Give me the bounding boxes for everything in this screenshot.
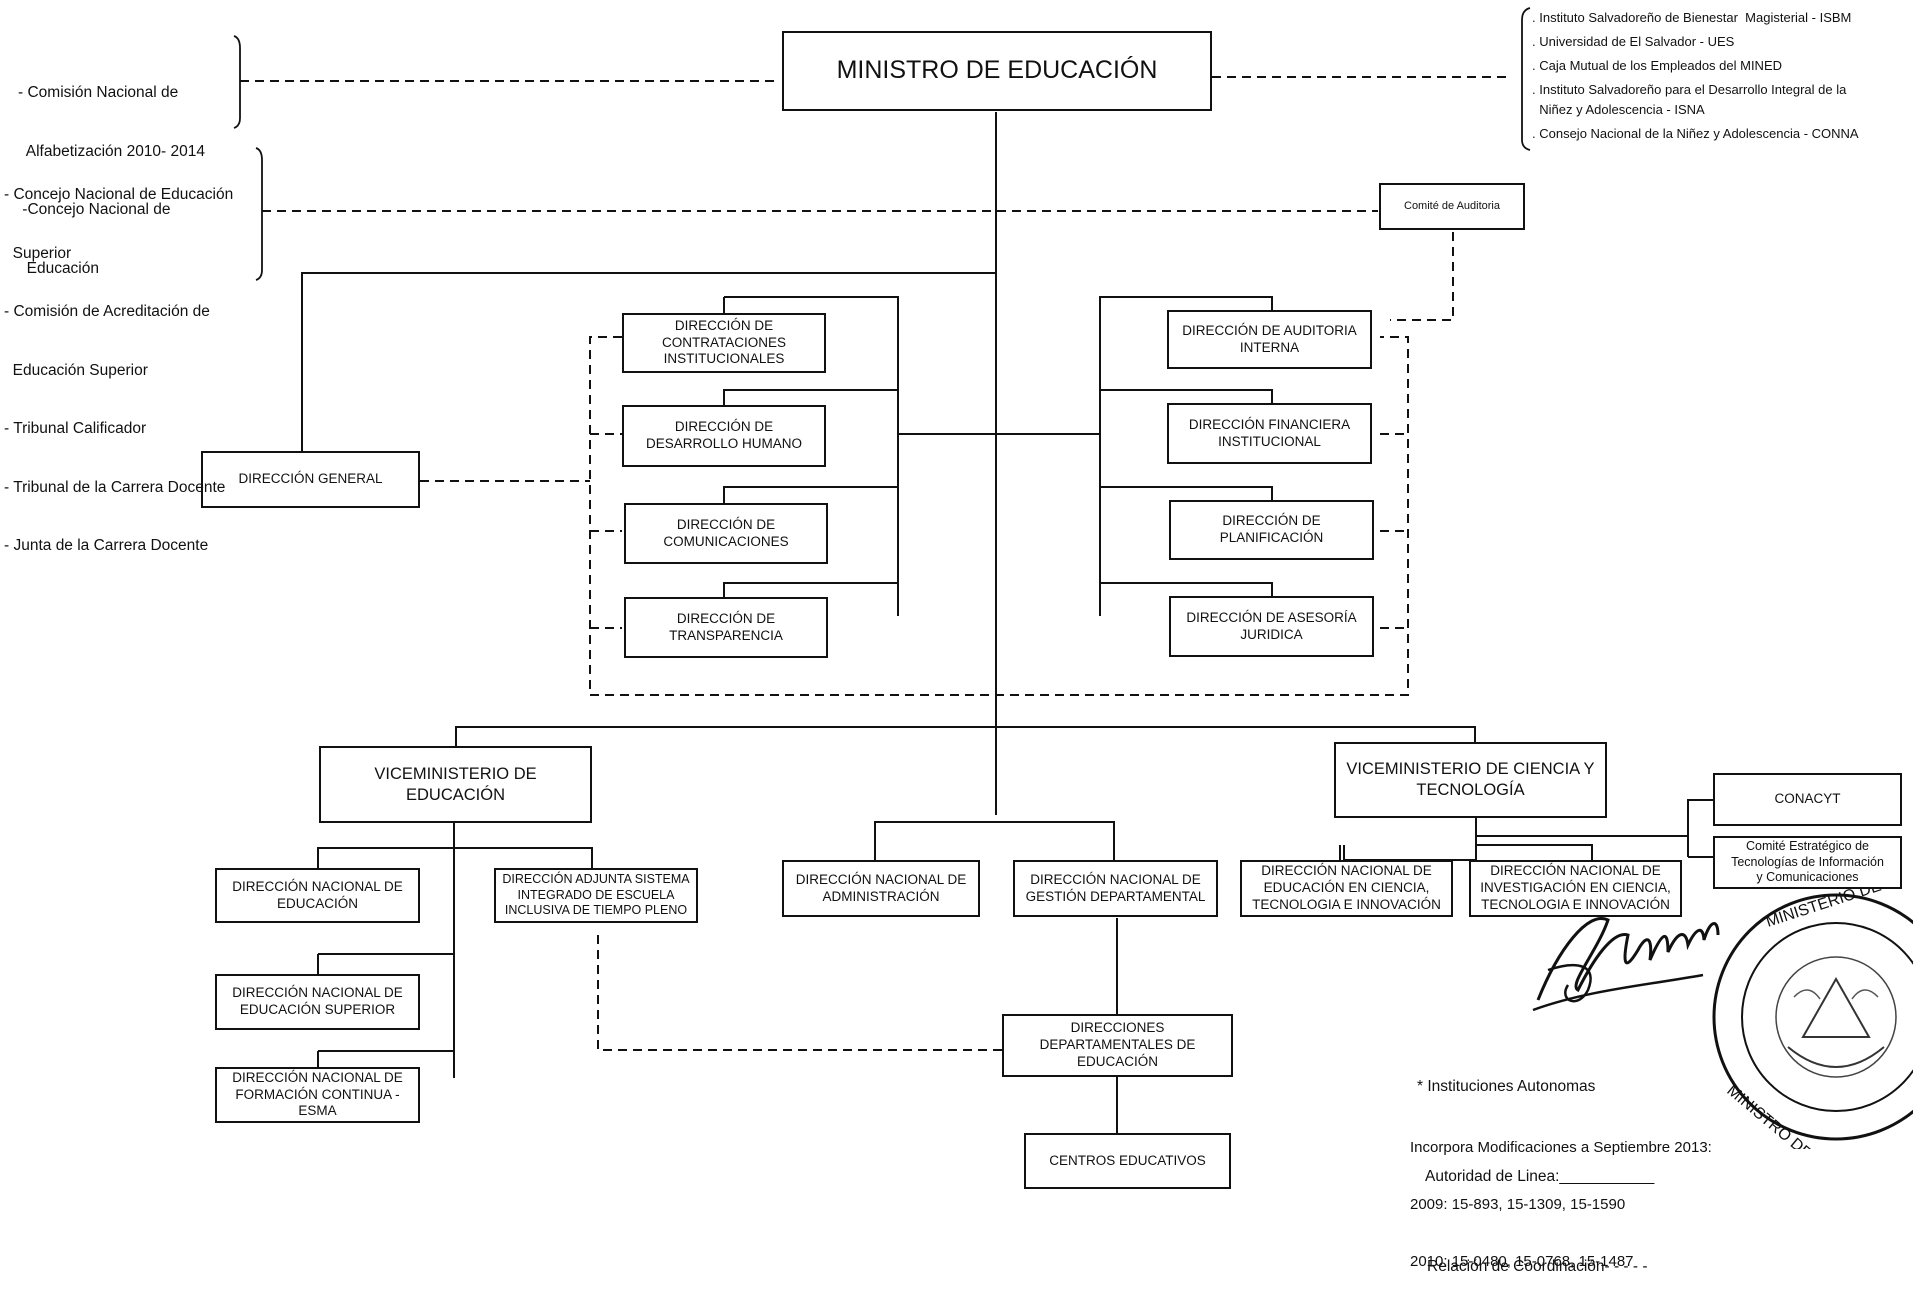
note-line: Educación bbox=[18, 259, 99, 277]
box-financiera: DIRECCIÓN FINANCIERA INSTITUCIONAL bbox=[1167, 403, 1372, 464]
box-vice-ciencia: VICEMINISTERIO DE CIENCIA Y TECNOLOGÍA bbox=[1334, 742, 1607, 818]
modifications-note: Incorpora Modificaciones a Septiembre 20… bbox=[1410, 1100, 1712, 1290]
box-comite-estrategico: Comité Estratégico de Tecnologías de Inf… bbox=[1713, 836, 1902, 889]
box-comite-auditoria: Comité de Auditoria bbox=[1379, 183, 1525, 230]
box-ministro: MINISTRO DE EDUCACIÓN bbox=[782, 31, 1212, 111]
box-direccion-general: DIRECCIÓN GENERAL bbox=[201, 451, 420, 508]
mod-line: 2009: 15-893, 15-1309, 15-1590 bbox=[1410, 1196, 1626, 1213]
line-direccion-general bbox=[301, 272, 996, 451]
line-vice-ed-children bbox=[317, 823, 593, 1078]
dash-comite bbox=[1390, 232, 1454, 321]
box-dn-gestion: DIRECCIÓN NACIONAL DE GESTIÓN DEPARTAMEN… bbox=[1013, 860, 1218, 917]
box-vice-educacion: VICEMINISTERIO DE EDUCACIÓN bbox=[319, 746, 592, 823]
note-line: Niñez y Adolescencia - ISNA bbox=[1532, 102, 1705, 117]
mod-line: Incorpora Modificaciones a Septiembre 20… bbox=[1410, 1139, 1712, 1156]
note-line: . Universidad de El Salvador - UES bbox=[1532, 34, 1735, 49]
signature bbox=[1532, 917, 1720, 1012]
box-departamentales: DIRECCIONES DEPARTAMENTALES DE EDUCACIÓN bbox=[1002, 1014, 1233, 1077]
note-line: - Tribunal de la Carrera Docente bbox=[4, 478, 226, 496]
note-line: - Junta de la Carrera Docente bbox=[4, 537, 209, 554]
line-left-bracket bbox=[723, 296, 996, 616]
note-line: Educación Superior bbox=[4, 361, 148, 379]
dash-adjunta bbox=[597, 935, 1002, 1051]
legend-autoridad: Autoridad de Linea:___________ bbox=[1425, 1168, 1655, 1185]
line-conacyt bbox=[1476, 799, 1713, 858]
box-auditoria-interna: DIRECCIÓN DE AUDITORIA INTERNA bbox=[1167, 310, 1372, 369]
note-line: - Concejo Nacional de Educación bbox=[4, 186, 234, 203]
box-centros: CENTROS EDUCATIVOS bbox=[1024, 1133, 1231, 1189]
note-line: . Consejo Nacional de la Niñez y Adolesc… bbox=[1532, 126, 1859, 141]
bracket-right bbox=[1521, 7, 1531, 151]
note-line: Alfabetización 2010- 2014 bbox=[18, 142, 205, 160]
note-line: . Caja Mutual de los Empleados del MINED bbox=[1532, 58, 1783, 73]
legend-autonomas: * Instituciones Autonomas bbox=[1417, 1078, 1596, 1095]
bracket-left-mid bbox=[255, 147, 263, 281]
line-right-bracket bbox=[996, 296, 1273, 616]
line-viceministries bbox=[455, 726, 1476, 746]
left-notes-mid: - Concejo Nacional de Educación Superior… bbox=[4, 146, 233, 575]
box-transparencia: DIRECCIÓN DE TRANSPARENCIA bbox=[624, 597, 828, 658]
box-dn-formacion: DIRECCIÓN NACIONAL DE FORMACIÓN CONTINUA… bbox=[215, 1067, 420, 1123]
note-line: . Instituto Salvadoreño de Bienestar Mag… bbox=[1532, 10, 1852, 25]
seal-stamp: MINISTERIO DE EDUCACION MINISTRO DE EDUC… bbox=[1712, 887, 1913, 1149]
line-vice-ciencia-children bbox=[1339, 816, 1593, 861]
left-notes-top: - Comisión Nacional de Alfabetización 20… bbox=[18, 44, 205, 298]
box-desarrollo-humano: DIRECCIÓN DE DESARROLLO HUMANO bbox=[622, 405, 826, 467]
note-line: - Comisión de Acreditación de bbox=[4, 303, 210, 320]
box-contrataciones: DIRECCIÓN DE CONTRATACIONES INSTITUCIONA… bbox=[622, 313, 826, 373]
note-line: Superior bbox=[4, 244, 72, 262]
box-adjunta-escuela: DIRECCIÓN ADJUNTA SISTEMA INTEGRADO DE E… bbox=[494, 868, 698, 923]
bracket-left-top bbox=[233, 35, 241, 129]
box-dn-investigacion: DIRECCIÓN NACIONAL DE INVESTIGACIÓN EN C… bbox=[1469, 860, 1682, 917]
box-asesoria-juridica: DIRECCIÓN DE ASESORÍA JURIDICA bbox=[1169, 596, 1374, 657]
box-conacyt: CONACYT bbox=[1713, 773, 1902, 826]
dash-staff-loop bbox=[589, 336, 1409, 696]
box-dn-educacion: DIRECCIÓN NACIONAL DE EDUCACIÓN bbox=[215, 868, 420, 923]
box-planificacion: DIRECCIÓN DE PLANIFICACIÓN bbox=[1169, 500, 1374, 560]
mod-line: 2010: 15-0480, 15-0768, 15-1487 bbox=[1410, 1253, 1634, 1270]
note-line: - Comisión Nacional de bbox=[18, 84, 179, 101]
box-comunicaciones: DIRECCIÓN DE COMUNICACIONES bbox=[624, 503, 828, 564]
box-dn-educacion-superior: DIRECCIÓN NACIONAL DE EDUCACIÓN SUPERIOR bbox=[215, 974, 420, 1030]
right-notes-autonomas: . Instituto Salvadoreño de Bienestar Mag… bbox=[1532, 8, 1859, 144]
note-line: -Concejo Nacional de bbox=[18, 201, 171, 218]
note-line: - Tribunal Calificador bbox=[4, 420, 147, 437]
box-dn-administracion: DIRECCIÓN NACIONAL DE ADMINISTRACIÓN bbox=[782, 860, 980, 917]
note-line: . Instituto Salvadoreño para el Desarrol… bbox=[1532, 82, 1847, 97]
box-dn-ciencia: DIRECCIÓN NACIONAL DE EDUCACIÓN EN CIENC… bbox=[1240, 860, 1453, 917]
line-admin-gestion bbox=[874, 821, 1115, 868]
